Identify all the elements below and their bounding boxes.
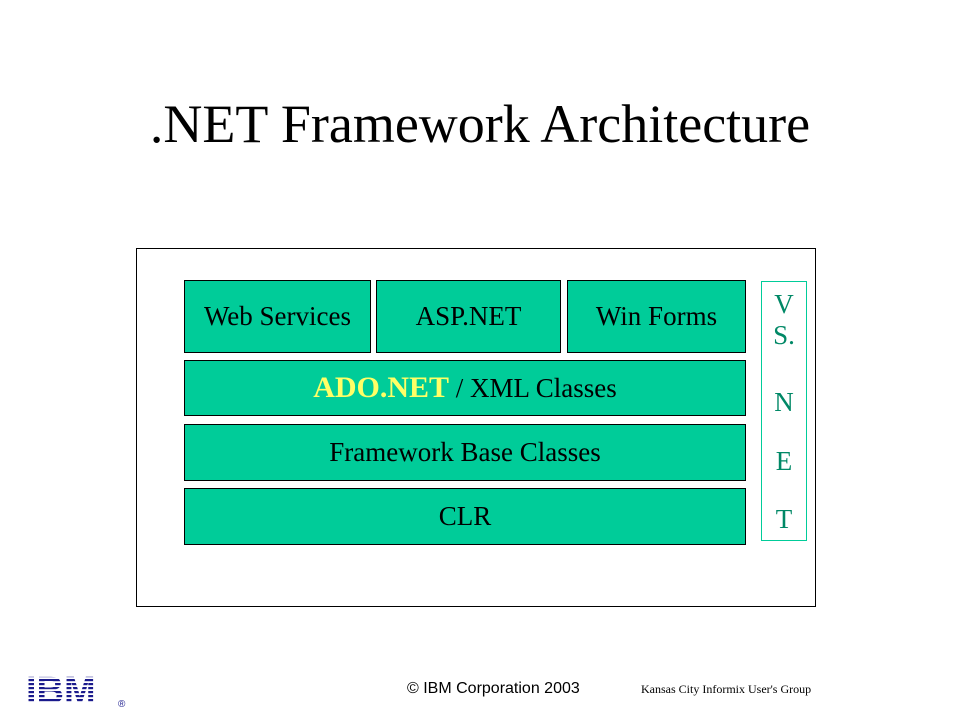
vsnet-letter: V (774, 289, 794, 319)
copyright-text: © IBM Corporation 2003 (407, 680, 580, 697)
slide-title: .NET Framework Architecture (149, 94, 811, 154)
vsnet-letter: E (775, 446, 793, 476)
vs-net-box: V S. N E T (761, 281, 807, 541)
vsnet-letter: N (774, 387, 794, 417)
ado-net-xml-box: ADO.NET / XML Classes (184, 360, 746, 416)
user-group-text: Kansas City Informix User's Group (641, 682, 812, 696)
aspnet-box: ASP.NET (376, 280, 561, 353)
ibm-logo: IBM ® (24, 670, 134, 712)
diagram-frame (136, 248, 816, 607)
vsnet-letter: T (775, 504, 793, 534)
web-services-box: Web Services (184, 280, 371, 353)
framework-base-classes-box: Framework Base Classes (184, 424, 746, 481)
win-forms-box: Win Forms (567, 280, 746, 353)
vsnet-letter: S. (773, 320, 795, 350)
ado-net-label: ADO.NET (313, 371, 450, 404)
xml-classes-label: / XML Classes (449, 372, 617, 403)
ibm-registered-mark: ® (118, 699, 126, 710)
ibm-logo-text: IBM (26, 671, 96, 711)
clr-box: CLR (184, 488, 746, 545)
